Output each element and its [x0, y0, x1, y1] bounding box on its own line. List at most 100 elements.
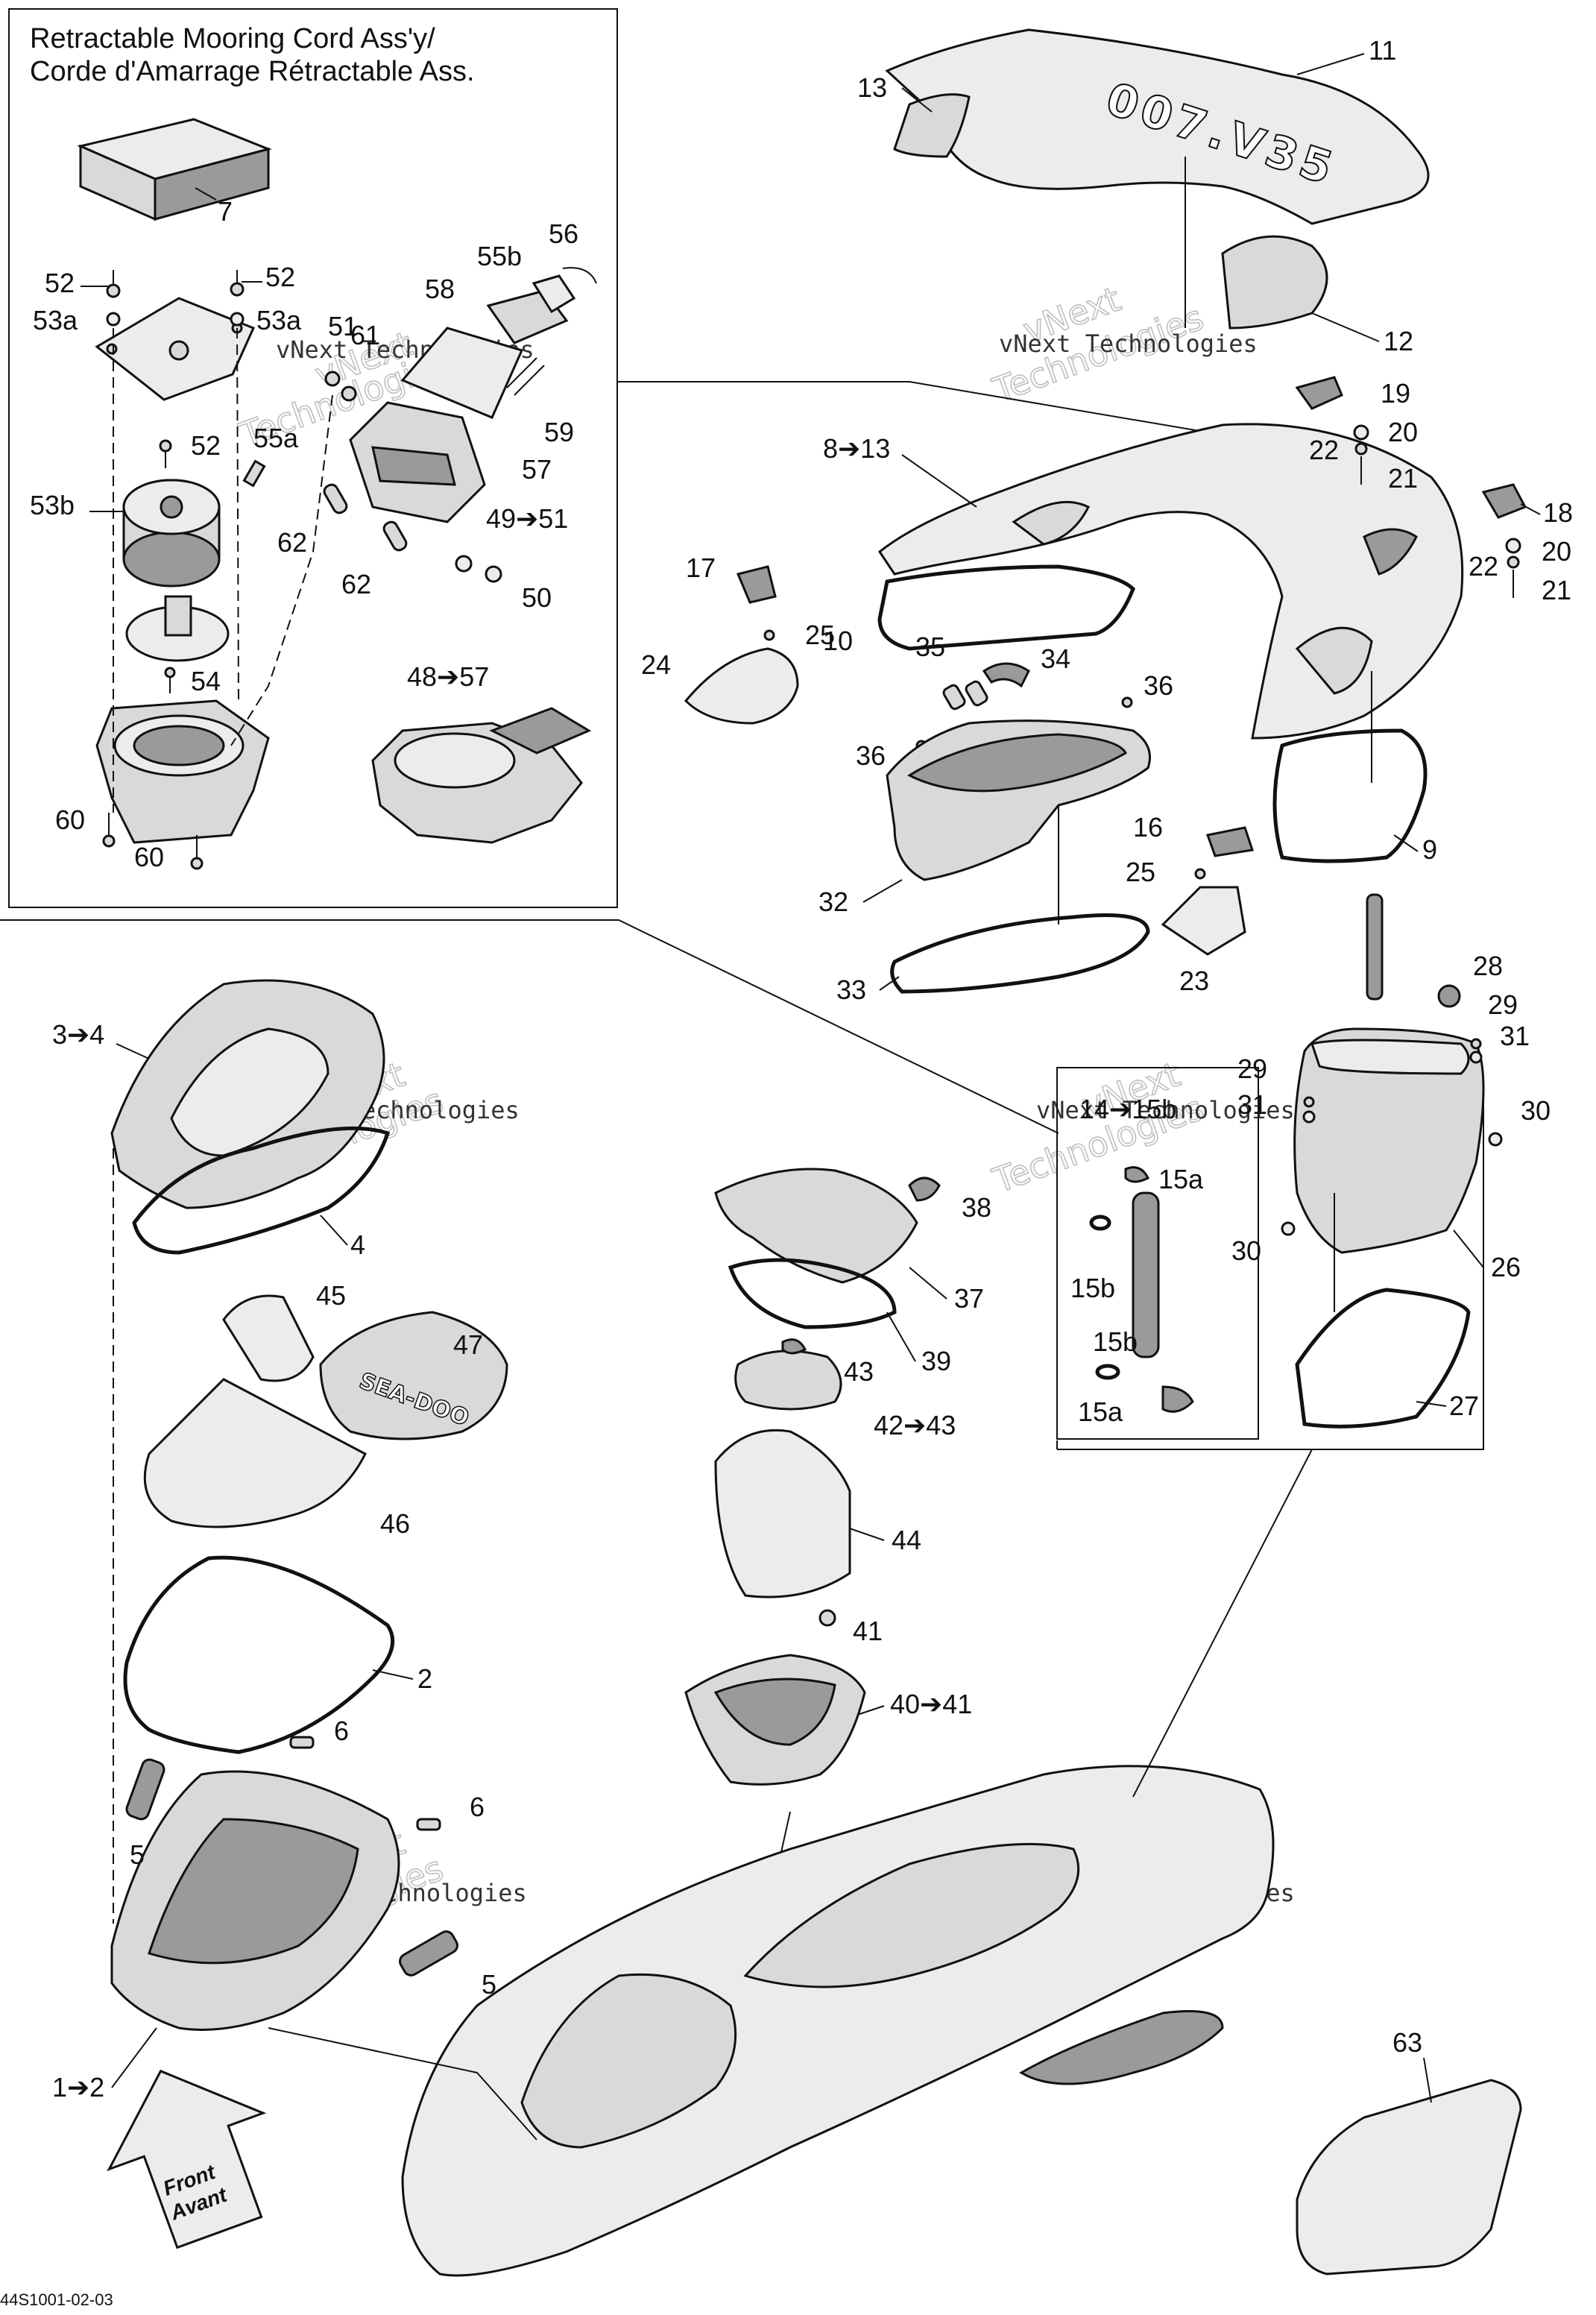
callout-5: 5	[130, 1839, 145, 1870]
leader	[1393, 834, 1419, 852]
part-22-washer	[1354, 442, 1368, 456]
part-8-cover-vent	[1012, 500, 1091, 546]
callout-2: 2	[417, 1663, 432, 1694]
leader	[901, 454, 977, 508]
part-24-cover	[684, 647, 799, 725]
part-14-tube	[1132, 1191, 1160, 1358]
part-15a-end	[1161, 1385, 1194, 1413]
callout-47: 47	[453, 1329, 483, 1360]
callout-51: 51	[328, 311, 358, 341]
part-33-gasket	[890, 913, 1150, 994]
part-42-light	[734, 1349, 842, 1411]
callout-21: 21	[1542, 575, 1571, 605]
callout-53a: 53a	[256, 305, 302, 336]
part-25-screw	[1194, 868, 1206, 880]
part-15b-clamp	[1095, 1364, 1120, 1380]
part-8-cover-socket	[1295, 626, 1373, 695]
callout-25: 25	[805, 620, 835, 650]
callout-9: 9	[1422, 834, 1437, 865]
callout-46: 46	[380, 1508, 410, 1539]
part-5-strip	[125, 1758, 165, 1821]
part-34-handle	[982, 662, 1030, 688]
watercraft-hull	[268, 1449, 1313, 2277]
part-30-grommet	[1488, 1132, 1503, 1147]
part-18-latch	[1481, 483, 1527, 519]
callout-32: 32	[818, 886, 848, 917]
callout-62: 62	[341, 569, 371, 599]
inset-title-line1: Retractable Mooring Cord Ass'y/	[30, 23, 435, 54]
rear-storage-bin	[1281, 893, 1503, 1429]
part-35-pad	[965, 680, 988, 707]
inset-frame-cord-tube	[1056, 1067, 1259, 1440]
part-41-cap	[818, 1609, 836, 1627]
part-screw-54	[164, 667, 176, 678]
callout-12: 12	[1384, 326, 1413, 356]
callout-33: 33	[836, 974, 866, 1005]
callout-5: 5	[482, 1969, 496, 2000]
callout-20: 20	[1388, 417, 1418, 447]
leader	[849, 1528, 885, 1541]
part-37-console	[714, 1168, 918, 1284]
cord-tube-assembly	[1089, 1166, 1194, 1413]
part-44-cover	[714, 1429, 851, 1599]
part-50-nut	[485, 565, 502, 583]
part-6-clip	[416, 1818, 441, 1831]
part-59-rod	[514, 365, 545, 396]
leader	[268, 2027, 537, 2141]
callout-54: 54	[191, 666, 221, 696]
part-15a-end	[1124, 1166, 1150, 1183]
front-storage-assembly: SEA-DOO	[110, 979, 508, 2031]
callout-55a: 55a	[253, 423, 299, 453]
inset-title: Retractable Mooring Cord Ass'y/ Corde d'…	[30, 22, 475, 88]
part-screw-60	[190, 857, 204, 870]
part-top-plate-hole	[106, 343, 118, 355]
mooring-cord-assembly	[77, 118, 597, 870]
callout-61: 61	[350, 320, 380, 350]
callout-16: 16	[1133, 812, 1163, 842]
part-59-rod	[506, 357, 537, 388]
leader	[857, 1705, 885, 1716]
part-12-decal	[1221, 235, 1328, 330]
part-housing-bore-inner	[133, 725, 225, 766]
part-31-washer	[1469, 1051, 1483, 1064]
callout-15a: 15a	[1078, 1396, 1123, 1427]
callout-15b: 15b	[1070, 1273, 1115, 1303]
part-45-cup	[222, 1294, 315, 1382]
alignment-dash	[236, 327, 239, 702]
part-29-screw	[1470, 1038, 1482, 1050]
leader	[111, 2027, 157, 2088]
part-19-latch	[1295, 376, 1343, 410]
part-washer-53a	[106, 312, 121, 327]
callout-34: 34	[1041, 643, 1070, 674]
part-23-bracket	[1161, 886, 1246, 956]
part-15b-clamp	[1089, 1215, 1111, 1231]
hull-front-deck	[520, 1973, 737, 2149]
leader	[1132, 1449, 1313, 1798]
callout-11: 11	[1369, 35, 1396, 66]
alignment-dash	[230, 394, 333, 746]
part-9-gasket	[1272, 728, 1428, 863]
callout-52: 52	[191, 430, 221, 461]
callout-10: 10	[823, 626, 853, 656]
part-46-net	[143, 1378, 367, 1528]
callout-35: 35	[915, 631, 945, 662]
part-5-strip	[399, 1930, 458, 1977]
part-35-pad	[942, 684, 966, 711]
callout-45: 45	[316, 1280, 346, 1311]
part-cord-spring	[1366, 893, 1384, 1001]
watermark-brand-full: vNext Technologies	[999, 330, 1258, 358]
part-10-gasket	[877, 564, 1135, 651]
callout-29: 29	[1488, 989, 1518, 1020]
part-57-plate	[400, 327, 524, 419]
part-top-plate-hub	[168, 340, 189, 361]
part-6-clip	[289, 1736, 315, 1749]
part-4-gasket	[132, 1126, 391, 1255]
leader	[372, 1669, 414, 1680]
callout-28: 28	[1473, 951, 1503, 981]
callout-52: 52	[265, 262, 295, 292]
callout-22: 22	[1469, 551, 1498, 582]
part-62-pad	[382, 520, 408, 552]
callout-20: 20	[1542, 536, 1571, 567]
part-26-bin-rim	[1310, 1039, 1470, 1075]
callout-40-41: 40➔41	[890, 1689, 972, 1719]
